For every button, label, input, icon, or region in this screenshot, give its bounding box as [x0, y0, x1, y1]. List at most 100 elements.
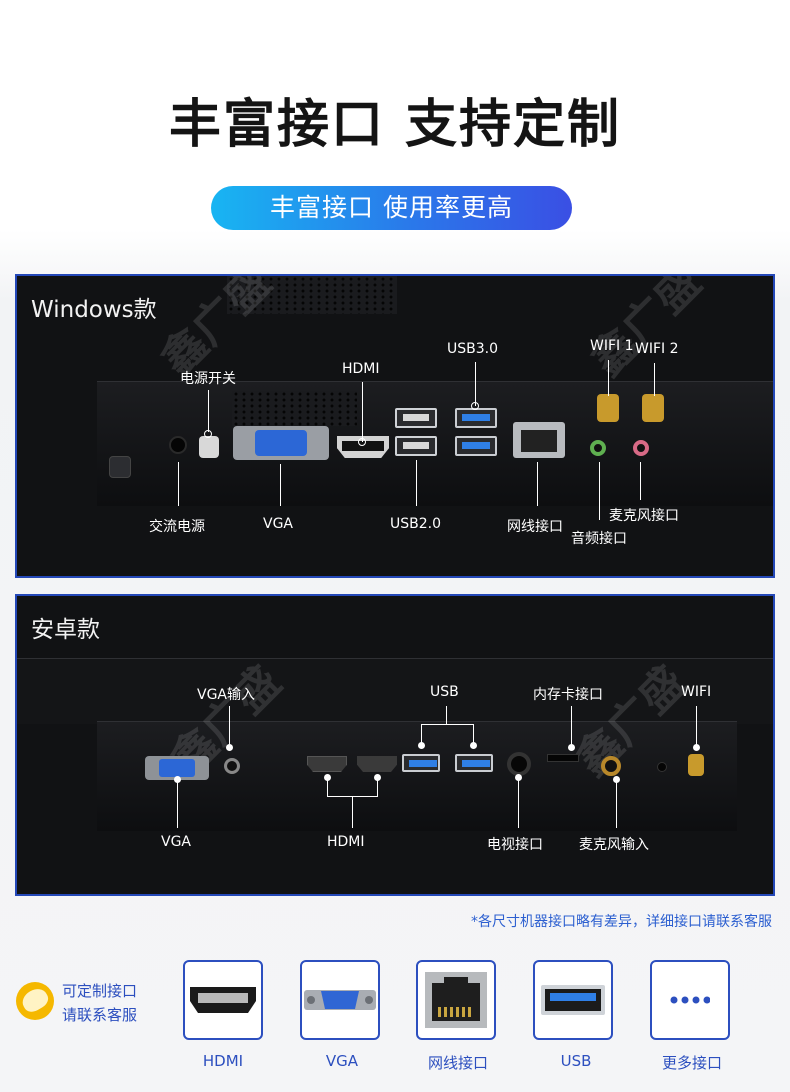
label-wifi2: WIFI 2 [635, 341, 679, 357]
wifi1-antenna-connector [597, 394, 619, 422]
wifi2-antenna-connector [642, 394, 664, 422]
page-title: 丰富接口 支持定制 [168, 95, 622, 155]
leader-marker [358, 438, 366, 446]
label-ethernet: 网线接口 [507, 519, 563, 535]
leader-line [640, 462, 641, 500]
hdmi-port [337, 436, 389, 458]
windows-panel: Windows款 鑫广盛 鑫广盛 电源开关 HDMI USB3.0 WIFI 1… [15, 274, 775, 578]
tile-label-more: 更多接口 [661, 1054, 722, 1072]
leader-line [178, 462, 179, 506]
label-vga: VGA [263, 516, 294, 532]
leader-marker [324, 774, 331, 781]
customize-line-2: 请联系客服 [62, 1006, 138, 1024]
leader-line [421, 724, 473, 725]
hdmi-port [307, 756, 347, 772]
label-tv: 电视接口 [487, 837, 543, 853]
label-wifi1: WIFI 1 [590, 338, 634, 354]
usb-port [402, 754, 440, 772]
footnote: *各尺寸机器接口略有差异，详细接口请联系客服 [471, 914, 772, 930]
more-dots-icon [670, 996, 710, 1004]
leader-line [280, 464, 281, 506]
leader-line [229, 706, 230, 746]
leader-line [537, 462, 538, 506]
label-hdmi: HDMI [327, 834, 365, 850]
label-memory-card: 内存卡接口 [533, 687, 603, 703]
leader-line [446, 706, 447, 724]
top-vent [227, 276, 397, 314]
leader-line [416, 460, 417, 506]
label-hdmi: HDMI [342, 361, 380, 377]
tile-usb [533, 960, 613, 1040]
tv-jack [507, 752, 531, 776]
label-usb: USB [430, 684, 459, 700]
leader-line [177, 780, 178, 828]
label-microphone: 麦克风接口 [609, 508, 679, 524]
screw-icon [109, 456, 131, 478]
windows-panel-label: Windows款 [31, 297, 157, 323]
leader-marker [471, 402, 479, 410]
label-usb20: USB2.0 [390, 516, 442, 532]
dc-power-jack [169, 436, 187, 454]
leader-line [608, 360, 609, 396]
leader-line [352, 796, 353, 828]
usb3-port [455, 408, 497, 428]
usb-port [455, 754, 493, 772]
mic-jack [633, 440, 649, 456]
label-mic-input: 麦克风输入 [579, 837, 649, 853]
usb2-port [395, 408, 437, 428]
leader-marker [226, 744, 233, 751]
label-dc-power: 交流电源 [149, 519, 205, 535]
leader-line [473, 724, 474, 744]
wifi-antenna-connector [688, 754, 704, 776]
leader-line [475, 362, 476, 406]
mic-input-jack [601, 756, 621, 776]
android-top-bezel [17, 658, 773, 724]
leader-line [518, 778, 519, 828]
customize-line-1: 可定制接口 [62, 982, 138, 1000]
subtitle-pill: 丰富接口 使用率更高 [211, 186, 572, 230]
leader-marker [568, 744, 575, 751]
tile-label-ethernet: 网线接口 [427, 1054, 488, 1072]
leader-marker [693, 744, 700, 751]
leader-marker [374, 774, 381, 781]
leader-marker [174, 776, 181, 783]
label-vga: VGA [161, 834, 192, 850]
tile-label-vga: VGA [325, 1052, 359, 1070]
label-vga-input: VGA输入 [197, 687, 256, 703]
tile-more [650, 960, 730, 1040]
vga-port [145, 756, 209, 780]
usb-port-icon [541, 985, 605, 1015]
usb3-port [455, 436, 497, 456]
leader-line [616, 780, 617, 828]
label-power-switch: 电源开关 [180, 371, 236, 387]
leader-marker [204, 430, 212, 438]
leader-line [599, 462, 600, 520]
ethernet-port [513, 422, 565, 458]
usb2-port [395, 436, 437, 456]
vga-port-icon [304, 990, 376, 1010]
hdmi-port-icon [190, 987, 256, 1013]
leader-line [362, 382, 363, 442]
screw-hole [657, 762, 667, 772]
memory-card-slot [547, 754, 579, 762]
label-usb30: USB3.0 [447, 341, 499, 357]
power-switch-button[interactable] [199, 436, 219, 458]
leader-marker [613, 776, 620, 783]
watermark-logo: 鑫广盛 [581, 274, 711, 386]
leader-marker [515, 774, 522, 781]
tile-vga [300, 960, 380, 1040]
leader-marker [418, 742, 425, 749]
leader-line [208, 390, 209, 432]
hdmi-port [357, 756, 397, 772]
tile-hdmi [183, 960, 263, 1040]
ethernet-port-icon [425, 972, 487, 1028]
vga-port [233, 426, 329, 460]
tile-label-usb: USB [560, 1052, 592, 1070]
leader-line [327, 778, 328, 796]
label-wifi: WIFI [681, 684, 712, 700]
android-panel-label: 安卓款 [31, 617, 100, 643]
tile-label-hdmi: HDMI [202, 1052, 244, 1070]
vga-input-audio-jack [224, 758, 240, 774]
leader-line [654, 363, 655, 396]
customize-badge-icon [16, 982, 54, 1020]
